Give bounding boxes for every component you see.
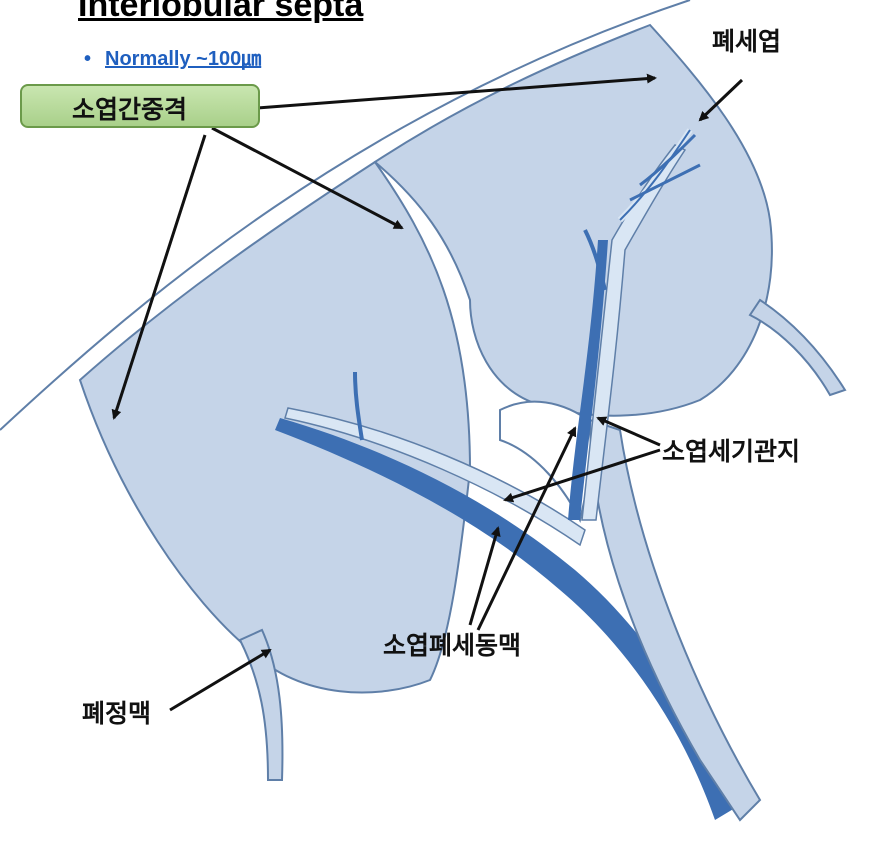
label-box-interlobular-septum: 소엽간중격 <box>20 84 260 128</box>
label-pulmonary-vein: 폐정맥 <box>82 694 151 730</box>
arrow-artery-1 <box>470 528 498 625</box>
page-title: Interlobular septa <box>78 0 363 25</box>
vein-right-branch <box>750 300 845 395</box>
label-lobular-artery: 소엽폐세동맥 <box>383 626 521 662</box>
label-pulmonary-lobule: 폐세엽 <box>712 22 781 58</box>
label-interlobular-septum: 소엽간중격 <box>72 90 187 126</box>
bullet-item: • Normally ~100㎛ <box>84 42 261 71</box>
label-lobular-bronchiole: 소엽세기관지 <box>662 432 800 468</box>
bullet-text[interactable]: Normally ~100㎛ <box>105 48 261 70</box>
lobule-left <box>80 162 470 692</box>
bullet-dot-icon: • <box>84 48 91 70</box>
